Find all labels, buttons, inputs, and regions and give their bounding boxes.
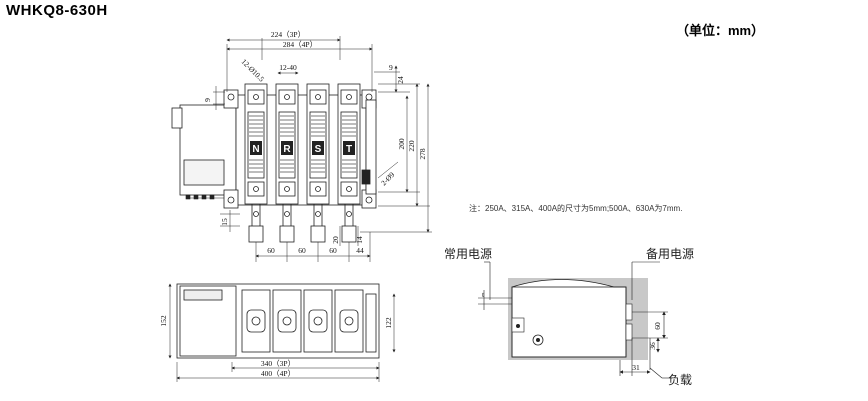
dim-hole: 12-Ø10.5 xyxy=(240,57,267,84)
dim-t: t xyxy=(482,290,485,299)
dim-278: 278 xyxy=(418,148,427,160)
pole-label-n: N xyxy=(252,144,259,155)
dim-340-3p: 340（3P） xyxy=(261,359,295,368)
dim-122: 122 xyxy=(384,317,393,329)
dim-pitch-1: 60 xyxy=(267,246,275,255)
dim-400-4p: 400（4P） xyxy=(261,369,295,378)
dim-pitch-3: 60 xyxy=(329,246,337,255)
front-dimensions xyxy=(213,36,432,262)
bottom-dim-labels: 152 122 340（3P） 400（4P） xyxy=(159,315,393,378)
bottom-view xyxy=(168,283,396,382)
main-supply-label: 常用电源 xyxy=(444,247,492,261)
dim-pitch-4: 44 xyxy=(356,246,364,255)
load-label: 负载 xyxy=(668,373,692,387)
dim-14: 14 xyxy=(355,236,364,244)
backup-supply-label: 备用电源 xyxy=(646,247,694,261)
dim-24: 24 xyxy=(396,76,405,84)
dim-220: 220 xyxy=(407,140,416,152)
dim-200: 200 xyxy=(397,138,406,150)
dim-side-60: 60 xyxy=(653,322,662,330)
dim-side-31: 31 xyxy=(632,363,640,372)
pole-S xyxy=(306,83,330,243)
vent-lines xyxy=(249,115,356,173)
dim-12-40: 12-40 xyxy=(279,63,297,72)
pole-labels: N R S T xyxy=(250,141,355,155)
dim-pitch-2: 60 xyxy=(298,246,306,255)
dim-152: 152 xyxy=(159,315,168,327)
pole-label-r: R xyxy=(283,144,291,155)
pole-N xyxy=(244,83,268,243)
dim-side-36: 36 xyxy=(648,342,657,350)
pole-label-s: S xyxy=(315,144,322,155)
pole-label-t: T xyxy=(346,144,352,155)
dim-20: 20 xyxy=(331,236,340,244)
side-labels: 常用电源 备用电源 负载 t 60 36 31 xyxy=(444,247,694,387)
side-view xyxy=(478,261,672,379)
dim-15: 15 xyxy=(220,218,229,226)
dim-2-phi9: 2-Ø9 xyxy=(379,170,396,187)
pole-R xyxy=(275,83,299,243)
drawing-title: WHKQ8-630H xyxy=(6,2,108,19)
dim-9-right: 9 xyxy=(389,63,393,72)
dim-284-4p: 284（4P） xyxy=(283,40,317,49)
pole-T xyxy=(337,83,361,243)
unit-label: （单位：mm） xyxy=(676,23,765,38)
dim-224-3p: 224（3P） xyxy=(271,30,305,39)
dim-9-top: 9 xyxy=(203,98,212,102)
dimension-note: 注：250A、315A、400A的尺寸为5mm;500A、630A为7mm. xyxy=(469,204,683,213)
